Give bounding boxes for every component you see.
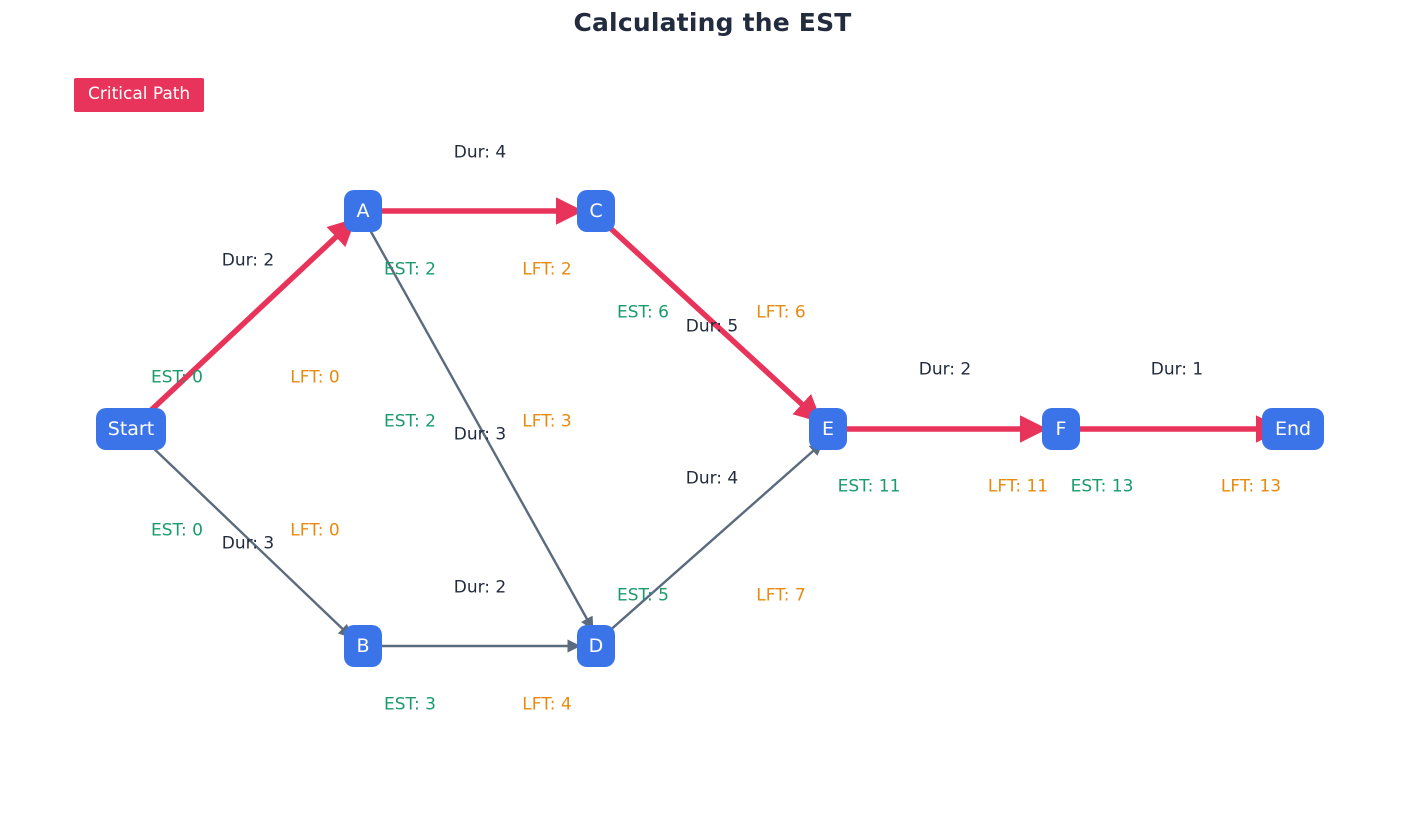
node-label-start-lft: LFT: 0	[290, 367, 340, 388]
node-label-start2-est: EST: 0	[151, 520, 203, 541]
graph-node-f[interactable]: F	[1042, 408, 1080, 450]
node-label-d-est: EST: 2	[384, 411, 436, 432]
edge-duration-b-d: Dur: 2	[453, 577, 507, 598]
edge-start-b	[147, 442, 352, 638]
node-label-start2-lft: LFT: 0	[290, 520, 340, 541]
node-label-start-est: EST: 0	[151, 367, 203, 388]
edge-duration-d-e: Dur: 4	[685, 468, 739, 489]
node-label-d2-est: EST: 5	[617, 585, 669, 606]
node-label-e-lft: LFT: 11	[987, 476, 1049, 497]
edge-duration-c-e: Dur: 5	[685, 316, 739, 337]
edge-duration-start-b: Dur: 3	[221, 533, 275, 554]
node-label-b-lft: LFT: 4	[522, 694, 572, 715]
node-label-c-lft: LFT: 6	[756, 302, 806, 323]
node-label-f-lft: LFT: 13	[1220, 476, 1282, 497]
edge-d-e	[606, 442, 823, 634]
node-label-f-est: EST: 13	[1070, 476, 1134, 497]
node-label-e-est: EST: 11	[837, 476, 901, 497]
edge-duration-e-f: Dur: 2	[918, 359, 972, 380]
edge-a-d	[368, 229, 594, 631]
node-label-a-lft: LFT: 2	[522, 259, 572, 280]
page-title: Calculating the EST	[573, 8, 852, 37]
edge-duration-f-end: Dur: 1	[1150, 359, 1204, 380]
graph-node-a[interactable]: A	[344, 190, 382, 232]
node-label-c-est: EST: 6	[617, 302, 669, 323]
graph-node-e[interactable]: E	[809, 408, 847, 450]
legend-critical-path-badge: Critical Path	[74, 78, 205, 112]
edge-start-a	[129, 218, 357, 432]
edge-c-e	[606, 223, 823, 423]
node-label-d2-lft: LFT: 7	[756, 585, 806, 606]
edge-duration-start-a: Dur: 2	[221, 250, 275, 271]
graph-node-d[interactable]: D	[577, 625, 615, 667]
node-label-b-est: EST: 3	[384, 694, 436, 715]
graph-node-b[interactable]: B	[344, 625, 382, 667]
graph-node-c[interactable]: C	[577, 190, 615, 232]
edge-duration-a-d: Dur: 3	[453, 424, 507, 445]
edge-duration-start-a: Dur: 4	[453, 142, 507, 163]
node-label-d-lft: LFT: 3	[522, 411, 572, 432]
graph-node-end[interactable]: End	[1262, 408, 1324, 450]
graph-node-start[interactable]: Start	[96, 408, 166, 450]
node-label-a-est: EST: 2	[384, 259, 436, 280]
